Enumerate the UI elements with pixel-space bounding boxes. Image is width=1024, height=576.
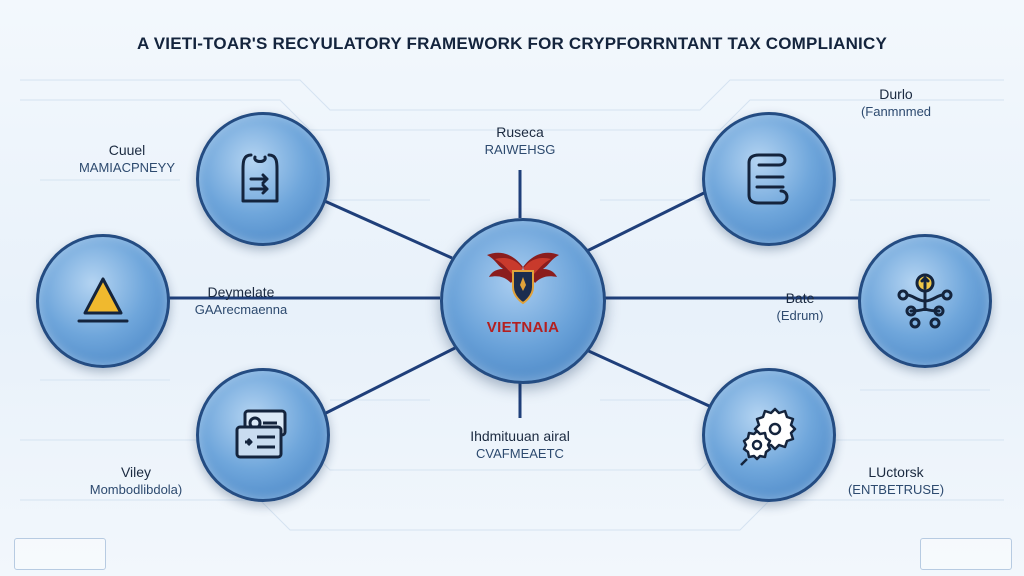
top-title: Ruseca <box>496 124 544 140</box>
node-subtitle: (Edrum) <box>776 307 824 323</box>
node-subtitle: Mombodlibdola) <box>89 481 183 497</box>
node-title: Bate <box>785 290 815 306</box>
label-bottom-right: LUctorsk (ENTBETRUSE) <box>826 464 966 498</box>
gears-icon <box>740 407 797 466</box>
network-tree-icon <box>897 273 953 329</box>
node-top-right <box>702 112 836 246</box>
label-mid-left: Deymelate GAArecmaenna <box>176 284 306 318</box>
corner-stamp-left <box>14 538 106 570</box>
node-bottom-left <box>196 368 330 502</box>
node-title: LUctorsk <box>868 464 924 480</box>
bottom-title: Ihdmituuan airal <box>470 428 570 444</box>
node-mid-left <box>36 234 170 368</box>
document-arrows-icon <box>241 153 279 203</box>
connector-bottom-right <box>581 346 719 412</box>
node-top-left <box>196 112 330 246</box>
diagram-title: A VIETI-TOAR'S RECYULATORY FRAMEWORK FOR… <box>137 34 887 53</box>
connector-top-right <box>584 188 711 254</box>
node-title: Cuuel <box>108 142 146 158</box>
folder-document-icon <box>747 153 789 205</box>
node-subtitle: MAMIACPNEYY <box>78 159 176 175</box>
corner-stamp-right <box>920 538 1012 570</box>
label-bottom: Ihdmituuan airal CVAFMEAETC <box>430 428 610 462</box>
bottom-subtitle: CVAFMEAETC <box>476 445 564 461</box>
central-hub: VIETNAIA <box>440 218 606 384</box>
label-top-left: Cuuel MAMIACPNEYY <box>62 142 192 176</box>
id-cards-icon <box>235 409 287 459</box>
connectors <box>167 170 860 418</box>
node-subtitle: (ENTBETRUSE) <box>847 481 945 497</box>
label-top-right: Durlo (Fanmnmed <box>836 86 956 120</box>
label-top: Ruseca RAIWEHSG <box>450 124 590 158</box>
label-mid-right: Bate (Edrum) <box>750 290 850 324</box>
hub-label: VIETNAIA <box>486 319 560 336</box>
label-bottom-left: Viley Mombodlibdola) <box>56 464 216 498</box>
node-title: Viley <box>120 464 152 480</box>
top-subtitle: RAIWEHSG <box>484 141 556 157</box>
node-mid-right <box>858 234 992 368</box>
winged-shield-emblem <box>487 252 559 305</box>
node-title: Deymelate <box>207 284 275 300</box>
connector-bottom-left <box>321 346 456 417</box>
node-bottom-right <box>702 368 836 502</box>
warning-triangle-icon <box>77 277 129 323</box>
node-title: Durlo <box>879 86 913 102</box>
node-subtitle: GAArecmaenna <box>194 301 288 317</box>
node-subtitle: (Fanmnmed <box>860 103 932 119</box>
